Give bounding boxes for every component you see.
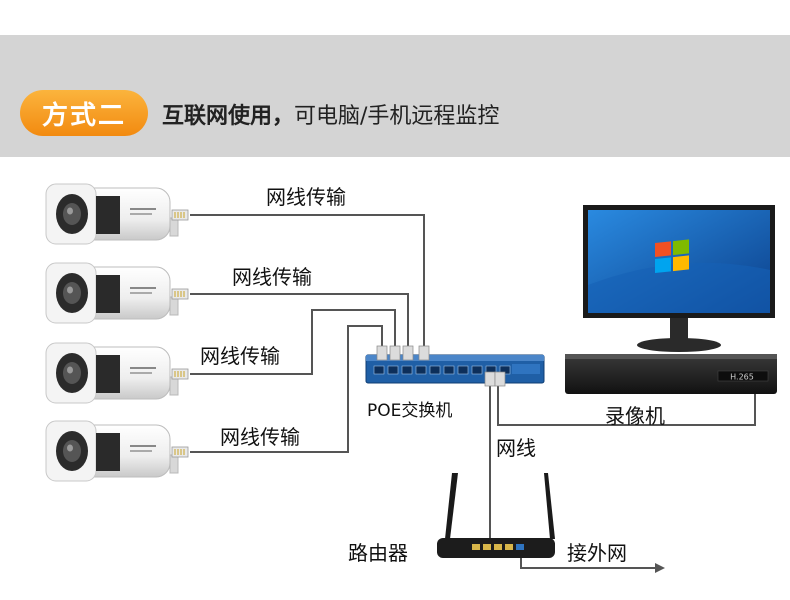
camera-4 xyxy=(45,420,189,482)
network-cable-label: 网线 xyxy=(496,436,536,460)
router-label: 路由器 xyxy=(348,541,408,565)
windows-logo-icon xyxy=(655,239,689,273)
nvr-label: 录像机 xyxy=(605,404,665,428)
switch-plugs xyxy=(376,345,506,387)
monitor xyxy=(583,205,775,352)
cable-label-2: 网线传输 xyxy=(232,265,312,289)
cable-router-external xyxy=(520,556,655,569)
method-badge: 方式二 xyxy=(20,90,148,136)
cable-camera-4 xyxy=(190,325,383,453)
arrow-head xyxy=(655,563,665,573)
camera-3 xyxy=(45,342,189,404)
title-rest: 可电脑/手机远程监控 xyxy=(294,104,500,129)
cable-label-4: 网线传输 xyxy=(220,425,300,449)
poe-switch xyxy=(365,345,545,387)
page-title: 互联网使用，可电脑/手机远程监控 xyxy=(162,98,499,130)
router xyxy=(437,473,555,558)
camera-2 xyxy=(45,262,189,324)
title-bold: 互联网使用， xyxy=(162,104,295,129)
cable-switch-nvr xyxy=(497,378,756,426)
nvr-codec-label: H.265 xyxy=(730,373,754,382)
poe-switch-label: POE交换机 xyxy=(367,401,453,421)
external-net-label: 接外网 xyxy=(567,541,627,565)
cable-camera-2 xyxy=(190,293,409,350)
cable-camera-3 xyxy=(190,309,396,375)
cable-label-3: 网线传输 xyxy=(200,344,280,368)
nvr-recorder: H.265 xyxy=(565,354,777,394)
camera-1 xyxy=(45,183,189,245)
switch-ports xyxy=(373,365,511,375)
cable-camera-1 xyxy=(190,214,425,350)
cable-lines xyxy=(190,214,756,569)
cable-label-1: 网线传输 xyxy=(266,185,346,209)
